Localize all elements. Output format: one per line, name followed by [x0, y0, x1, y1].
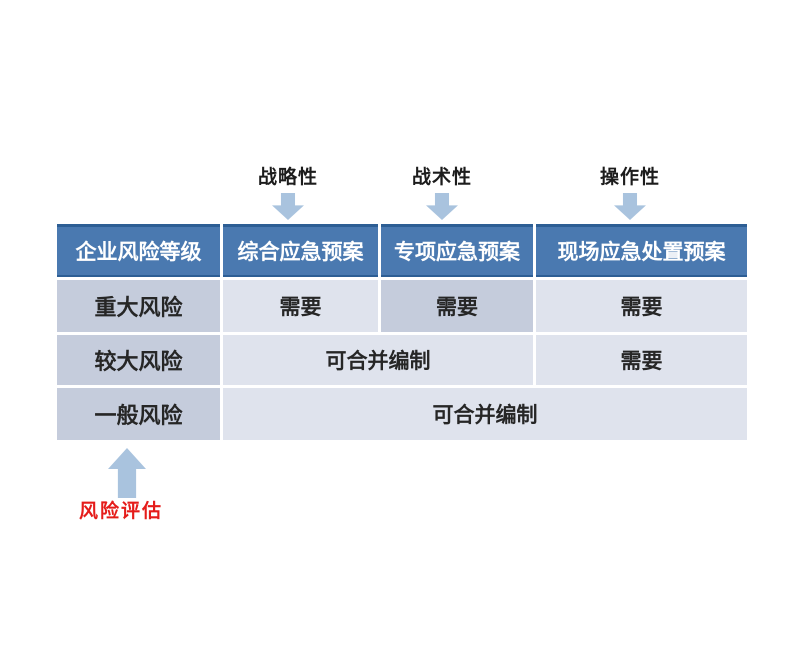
down-arrow-icon [613, 193, 646, 220]
down-arrow-icon [271, 193, 304, 220]
annotation-tactical-label: 战术性 [411, 167, 473, 188]
header-cell-special-plan: 专项应急预案 [381, 224, 533, 277]
table-cell: 需要 [536, 280, 747, 332]
header-cell-risk-level: 企业风险等级 [57, 224, 220, 277]
risk-plan-table: 企业风险等级 综合应急预案 专项应急预案 现场应急处置预案 重大风险 需要 需要… [57, 224, 747, 440]
table-cell: 需要 [223, 280, 378, 332]
annotation-tactical: 战术性 [412, 162, 472, 220]
annotation-strategic: 战略性 [258, 162, 318, 220]
table-cell-merged: 可合并编制 [223, 335, 533, 385]
table-cell-highlighted: 需要 [381, 280, 533, 332]
table-cell: 需要 [536, 335, 747, 385]
table-cell-merged: 可合并编制 [223, 388, 747, 440]
row-level-cell: 较大风险 [57, 335, 220, 385]
up-arrow-icon [108, 448, 146, 498]
annotation-operational: 操作性 [600, 162, 660, 220]
header-cell-onsite-plan: 现场应急处置预案 [536, 224, 747, 277]
row-level-cell: 一般风险 [57, 388, 220, 440]
header-cell-comprehensive-plan: 综合应急预案 [223, 224, 378, 277]
annotation-operational-label: 操作性 [599, 167, 661, 188]
row-level-cell: 重大风险 [57, 280, 220, 332]
risk-assessment-label: 风险评估 [79, 501, 164, 522]
down-arrow-icon [425, 193, 458, 220]
annotation-strategic-label: 战略性 [257, 167, 319, 188]
